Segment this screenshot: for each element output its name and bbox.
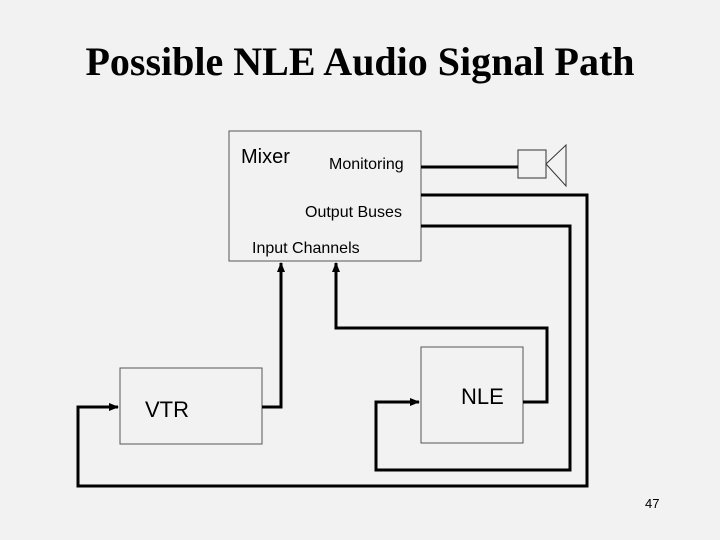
input-channels-label: Input Channels — [252, 240, 360, 257]
nle-box — [420, 346, 524, 444]
vtr-label: VTR — [145, 397, 189, 422]
vtr-to-mixer-line — [262, 262, 285, 409]
monitoring-label: Monitoring — [329, 156, 404, 173]
nle-label: NLE — [461, 384, 504, 409]
output-to-nle-line — [374, 224, 572, 472]
slide-title: Possible NLE Audio Signal Path — [85, 39, 635, 84]
page-number: 47 — [645, 496, 660, 511]
vtr-box — [119, 367, 263, 445]
mixer-label: Mixer — [241, 146, 290, 168]
output-to-vtr-line — [76, 193, 589, 488]
speaker-icon — [517, 143, 567, 188]
output-buses-label: Output Buses — [305, 204, 402, 221]
mixer-box — [228, 130, 422, 262]
nle-to-mixer-line — [332, 262, 549, 404]
